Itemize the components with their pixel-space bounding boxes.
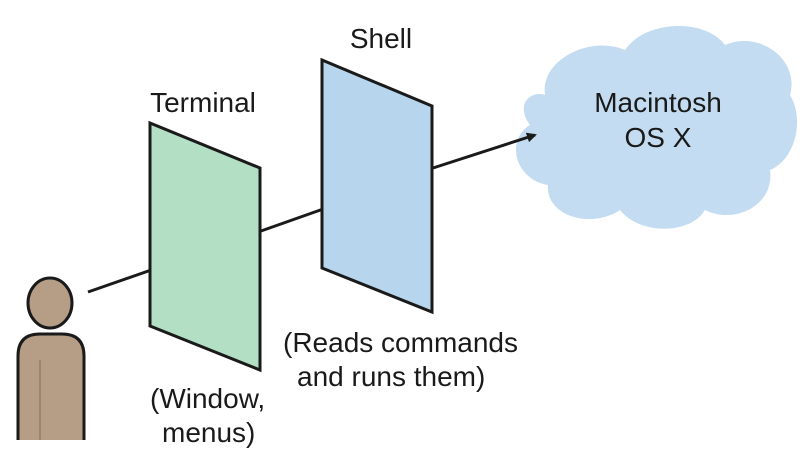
shell-desc-line1: (Reads commands [283,327,518,358]
terminal-title: Terminal [150,87,256,118]
shell-desc-line2: and runs them) [297,361,485,392]
shell-title: Shell [350,23,412,54]
terminal-desc-line2: menus) [162,417,255,448]
os-label-line1: Macintosh [594,87,722,118]
terminal-panel [148,120,262,373]
cloud-shape [516,26,798,229]
terminal-desc-line1: (Window, [150,383,265,414]
user-icon [16,276,86,440]
arrow-shell-os [432,132,537,170]
user-head [26,276,74,330]
user-body [16,332,86,440]
os-label-line2: OS X [625,122,692,153]
os-cloud: Macintosh OS X [516,26,798,229]
shell-panel [320,57,434,315]
